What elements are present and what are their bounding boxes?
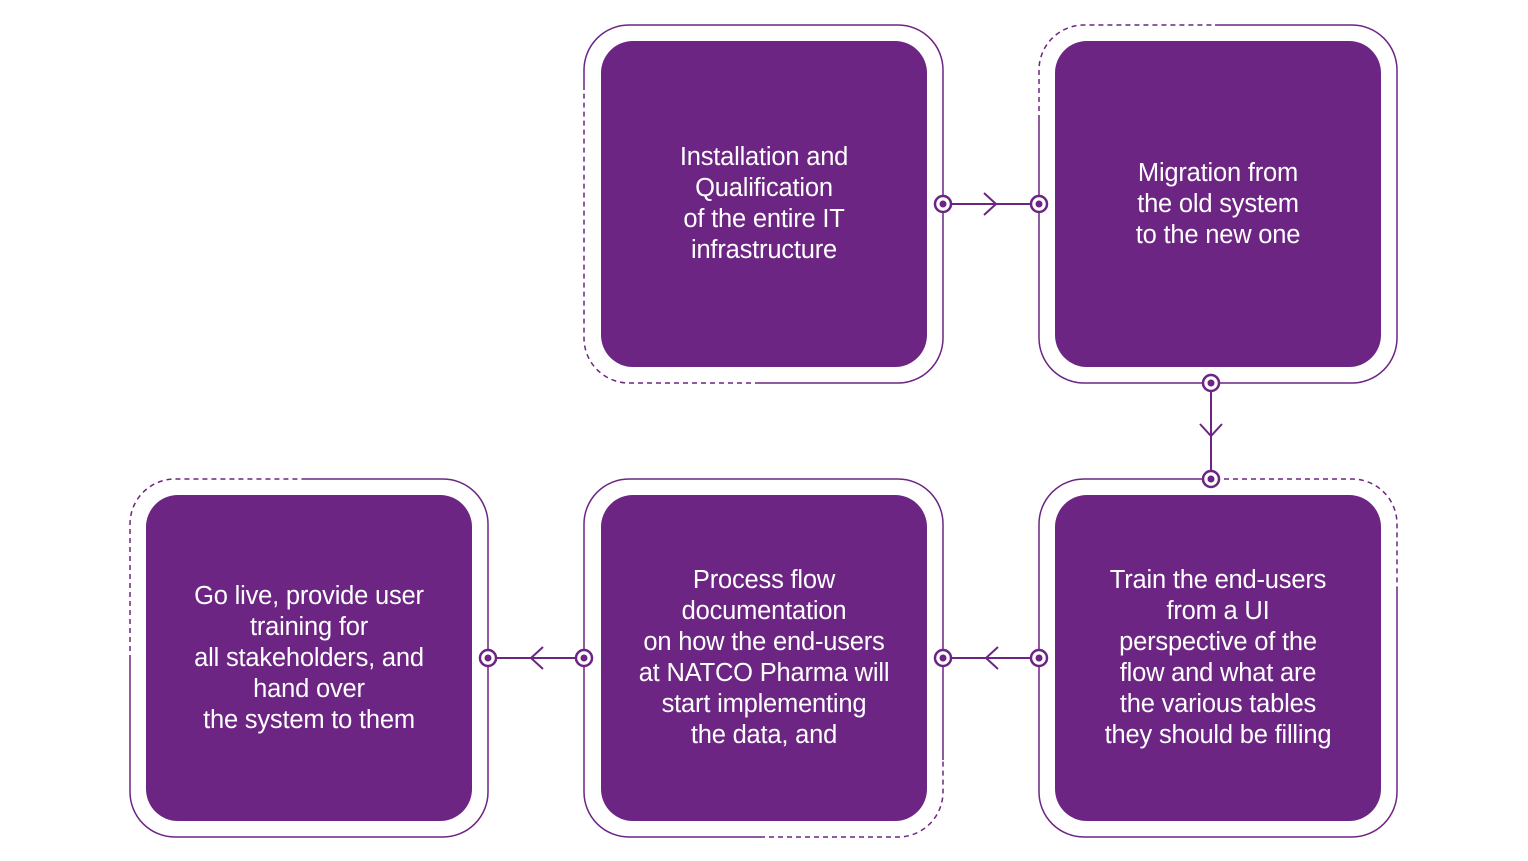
connector-1-2-arrowhead [983,192,998,216]
connector-3-4-start-dot [1035,654,1043,662]
connector-1-2-start-dot [939,200,947,208]
step-4-text: Process flow documentation on how the en… [638,566,890,749]
step-3-text: Train the end-users from a UI perspectiv… [1104,566,1332,749]
step-2-outline-dashed [1038,24,1215,120]
step-1-outline-dashed [583,90,760,384]
step-5-box: Go live, provide user training for all s… [146,495,472,821]
connector-4-5-arrowhead [529,646,544,670]
step-4-outline-dashed [760,760,944,838]
step-1-outline-solid [583,24,944,384]
connector-4-5-start-dot [580,654,588,662]
step-3-outline-solid [1038,478,1398,838]
connector-3-4-end-dot [939,654,947,662]
connector-1-2-end-dot [1035,200,1043,208]
step-2-box: Migration from the old system to the new… [1055,41,1381,367]
connector-4-5-end-dot [484,654,492,662]
step-1-text: Installation and Qualification of the en… [679,143,849,264]
step-2-outline-solid [1038,24,1398,384]
connector-2-3-end-dot [1207,475,1215,483]
step-5-text: Go live, provide user training for all s… [194,581,424,734]
step-3-box: Train the end-users from a UI perspectiv… [1055,495,1381,821]
step-5-outline-dashed [129,478,305,660]
step-3-outline-dashed [1215,478,1398,590]
connector-2-3-arrowhead [1199,423,1223,438]
connector-2-3-start-dot [1207,379,1215,387]
step-5-outline-solid [129,478,489,838]
step-2-text: Migration from the old system to the new… [1135,158,1301,249]
step-4-box: Process flow documentation on how the en… [601,495,927,821]
step-1-box: Installation and Qualification of the en… [601,41,927,367]
step-4-outline-solid [583,478,944,838]
connector-3-4-arrowhead [984,646,999,670]
